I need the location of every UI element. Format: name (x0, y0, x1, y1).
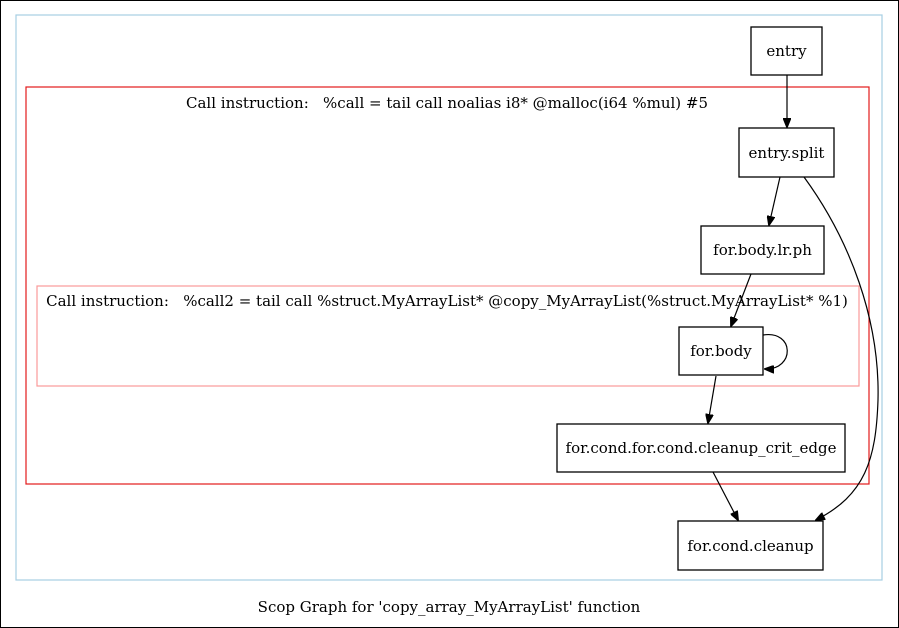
node-for-cond-cleanup: for.cond.cleanup (677, 520, 824, 571)
edge-entry-split-to-for-body-lr-ph (769, 176, 781, 225)
node-entry: entry (750, 26, 823, 76)
node-crit-edge: for.cond.for.cond.cleanup_crit_edge (556, 423, 846, 473)
node-entry-split-label: entry.split (749, 144, 825, 162)
graph-caption: Scop Graph for 'copy_array_MyArrayList' … (258, 598, 641, 616)
node-entry-split: entry.split (738, 127, 835, 178)
node-crit-edge-label: for.cond.for.cond.cleanup_crit_edge (566, 439, 837, 457)
node-entry-label: entry (766, 42, 807, 60)
node-for-body-lr-ph: for.body.lr.ph (700, 225, 825, 275)
edge-for-body-self-loop (762, 334, 788, 369)
call-instruction-cluster-2 (36, 285, 860, 387)
outer-cluster (15, 14, 883, 581)
node-for-body-label: for.body (690, 342, 752, 360)
call-instruction-cluster-1-label: Call instruction: %call = tail call noal… (186, 94, 708, 112)
node-for-body-lr-ph-label: for.body.lr.ph (713, 241, 812, 259)
call-instruction-cluster-1 (25, 86, 870, 485)
edge-entry-split-to-for-cond-cleanup (803, 176, 879, 520)
edge-for-body-to-crit-edge (708, 375, 717, 423)
edge-for-body-lr-ph-to-for-body (731, 273, 752, 326)
node-for-body: for.body (678, 326, 764, 376)
node-for-cond-cleanup-label: for.cond.cleanup (687, 537, 813, 555)
edge-crit-edge-to-for-cond-cleanup (712, 471, 738, 520)
call-instruction-cluster-2-label: Call instruction: %call2 = tail call %st… (46, 292, 848, 310)
